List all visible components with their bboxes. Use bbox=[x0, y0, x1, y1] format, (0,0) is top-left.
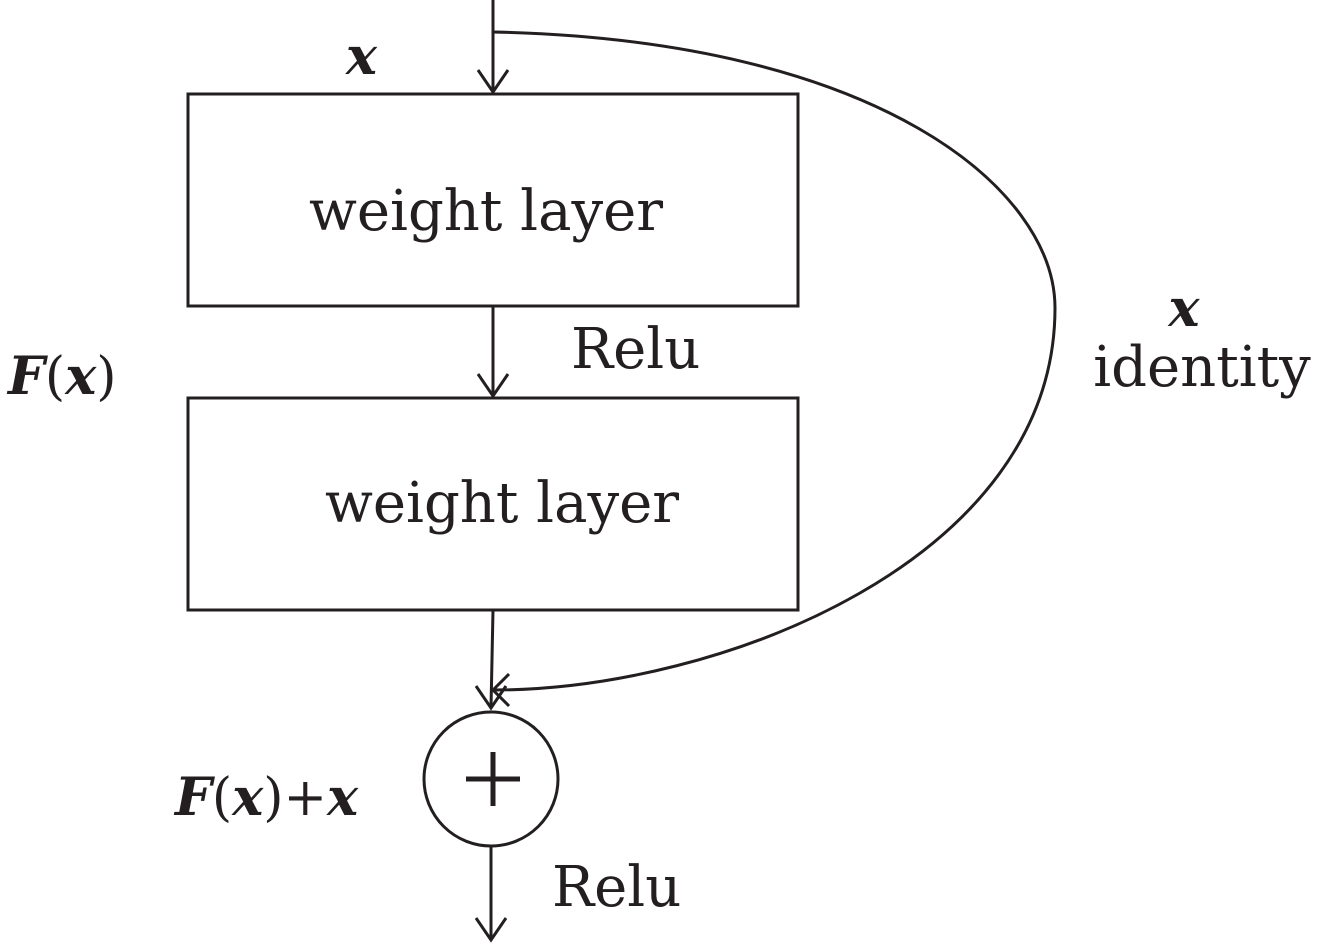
sum-open-paren: ( bbox=[212, 768, 232, 828]
identity-label: identity bbox=[1093, 335, 1311, 400]
output-arrowhead bbox=[474, 685, 508, 711]
residual-open-paren: ( bbox=[45, 347, 65, 407]
sum-label: F(x)+x bbox=[173, 767, 359, 828]
sum-close-paren: ) bbox=[263, 768, 283, 828]
output-connector bbox=[489, 609, 495, 709]
mid-arrowhead bbox=[476, 373, 510, 399]
sum-x2: x bbox=[326, 767, 359, 828]
plus-icon bbox=[466, 752, 520, 806]
sum-f: F bbox=[173, 767, 215, 828]
identity-shortcut bbox=[492, 30, 1057, 692]
residual-close-paren: ) bbox=[96, 347, 116, 407]
residual-function-label: F(x) bbox=[6, 346, 117, 407]
relu-output-label: Relu bbox=[552, 855, 681, 920]
input-arrowhead bbox=[476, 69, 510, 95]
relu-mid-label: Relu bbox=[571, 317, 700, 382]
final-output-arrowhead bbox=[474, 917, 508, 943]
weight-layer-1 bbox=[186, 92, 800, 308]
weight-layer-1-label: weight layer bbox=[309, 179, 663, 244]
identity-x-label: x bbox=[1167, 278, 1200, 339]
residual-x: x bbox=[64, 346, 97, 407]
weight-layer-2-label: weight layer bbox=[325, 471, 679, 536]
sum-x: x bbox=[231, 767, 264, 828]
residual-f: F bbox=[6, 346, 48, 407]
input-x-label: x bbox=[345, 26, 378, 87]
sum-plus: + bbox=[284, 768, 328, 828]
identity-arrowhead bbox=[490, 672, 511, 708]
